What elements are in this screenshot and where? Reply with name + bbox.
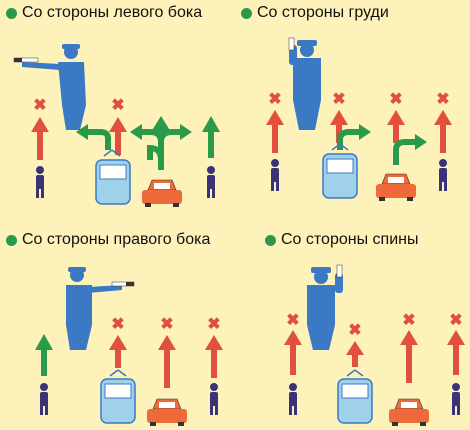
allowed-right-turn-arrow-icon xyxy=(393,134,427,165)
panel-title-text: Со стороны груди xyxy=(257,4,389,21)
panel-title: Со стороны спины xyxy=(265,231,418,249)
panel-illustration: ✖ ✖ xyxy=(13,44,220,207)
svg-text:✖: ✖ xyxy=(33,97,46,114)
svg-text:✖: ✖ xyxy=(332,91,345,108)
panel-title: Со стороны груди xyxy=(241,4,389,22)
pedestrian-icon xyxy=(289,383,297,415)
tram-icon xyxy=(337,369,373,424)
forbidden-straight-arrow-icon: ✖ xyxy=(109,316,127,368)
traffic-officer-icon xyxy=(307,264,343,350)
svg-text:✖: ✖ xyxy=(160,316,173,333)
forbidden-straight-arrow-icon: ✖ xyxy=(434,91,452,153)
panel-title-text: Со стороны спины xyxy=(281,231,419,248)
tram-icon xyxy=(100,369,136,424)
allowed-all-directions-arrow-icon xyxy=(130,116,192,170)
panel-title: Со стороны правого бока xyxy=(6,231,210,249)
forbidden-straight-arrow-icon: ✖ xyxy=(205,316,223,378)
pedestrian-icon xyxy=(210,383,218,415)
car-icon xyxy=(376,173,416,201)
green-dot-icon xyxy=(6,7,17,19)
svg-text:✖: ✖ xyxy=(268,91,281,108)
car-icon xyxy=(142,179,182,207)
panel-illustration: ✖ ✖ ✖ xyxy=(35,267,223,426)
allowed-straight-arrow-icon xyxy=(35,334,53,376)
panel-back: Со стороны спины ✖ ✖ xyxy=(235,215,470,430)
forbidden-straight-arrow-icon: ✖ xyxy=(447,312,465,375)
traffic-officer-icon xyxy=(66,267,135,350)
panel-chest: Со стороны груди ✖ ✖ xyxy=(235,0,470,215)
panel-illustration: ✖ ✖ ✖ ✖ xyxy=(266,37,452,201)
forbidden-straight-arrow-icon: ✖ xyxy=(158,316,176,388)
svg-text:✖: ✖ xyxy=(207,316,220,333)
tram-icon xyxy=(95,149,131,205)
car-icon xyxy=(147,398,187,426)
panel-left-side: Со стороны левого бока ✖ ✖ xyxy=(0,0,235,215)
green-dot-icon xyxy=(241,7,252,19)
pedestrian-icon xyxy=(439,159,447,191)
pedestrian-icon xyxy=(452,383,460,415)
pedestrian-icon xyxy=(271,159,279,191)
forbidden-straight-arrow-icon: ✖ xyxy=(387,91,405,143)
svg-text:✖: ✖ xyxy=(436,91,449,108)
pedestrian-icon xyxy=(40,383,48,415)
svg-text:✖: ✖ xyxy=(111,97,124,114)
allowed-right-turn-arrow-icon xyxy=(337,124,371,150)
green-dot-icon xyxy=(6,234,17,246)
pedestrian-icon xyxy=(36,166,44,198)
svg-text:✖: ✖ xyxy=(389,91,402,108)
tram-icon xyxy=(322,143,358,199)
panel-title-text: Со стороны правого бока xyxy=(22,231,211,248)
panel-title-text: Со стороны левого бока xyxy=(22,4,203,21)
forbidden-straight-arrow-icon: ✖ xyxy=(109,97,127,155)
traffic-officer-icon xyxy=(288,37,321,130)
allowed-straight-arrow-icon xyxy=(202,116,220,158)
svg-text:✖: ✖ xyxy=(111,316,124,333)
traffic-officer-icon xyxy=(13,44,86,130)
svg-text:✖: ✖ xyxy=(348,322,361,339)
car-icon xyxy=(389,398,429,426)
panel-title: Со стороны левого бока xyxy=(6,4,202,22)
svg-text:✖: ✖ xyxy=(449,312,462,329)
forbidden-straight-arrow-icon: ✖ xyxy=(400,312,418,383)
forbidden-straight-arrow-icon: ✖ xyxy=(284,312,302,375)
panel-right-side: Со стороны правого бока ✖ xyxy=(0,215,235,430)
forbidden-straight-arrow-icon: ✖ xyxy=(346,322,364,367)
forbidden-straight-arrow-icon: ✖ xyxy=(266,91,284,153)
svg-text:✖: ✖ xyxy=(286,312,299,329)
pedestrian-icon xyxy=(207,166,215,198)
svg-text:✖: ✖ xyxy=(402,312,415,329)
forbidden-straight-arrow-icon: ✖ xyxy=(31,97,49,160)
panel-illustration: ✖ ✖ ✖ ✖ xyxy=(284,264,465,426)
allowed-left-turn-arrow-icon xyxy=(76,124,111,150)
green-dot-icon xyxy=(265,234,276,246)
